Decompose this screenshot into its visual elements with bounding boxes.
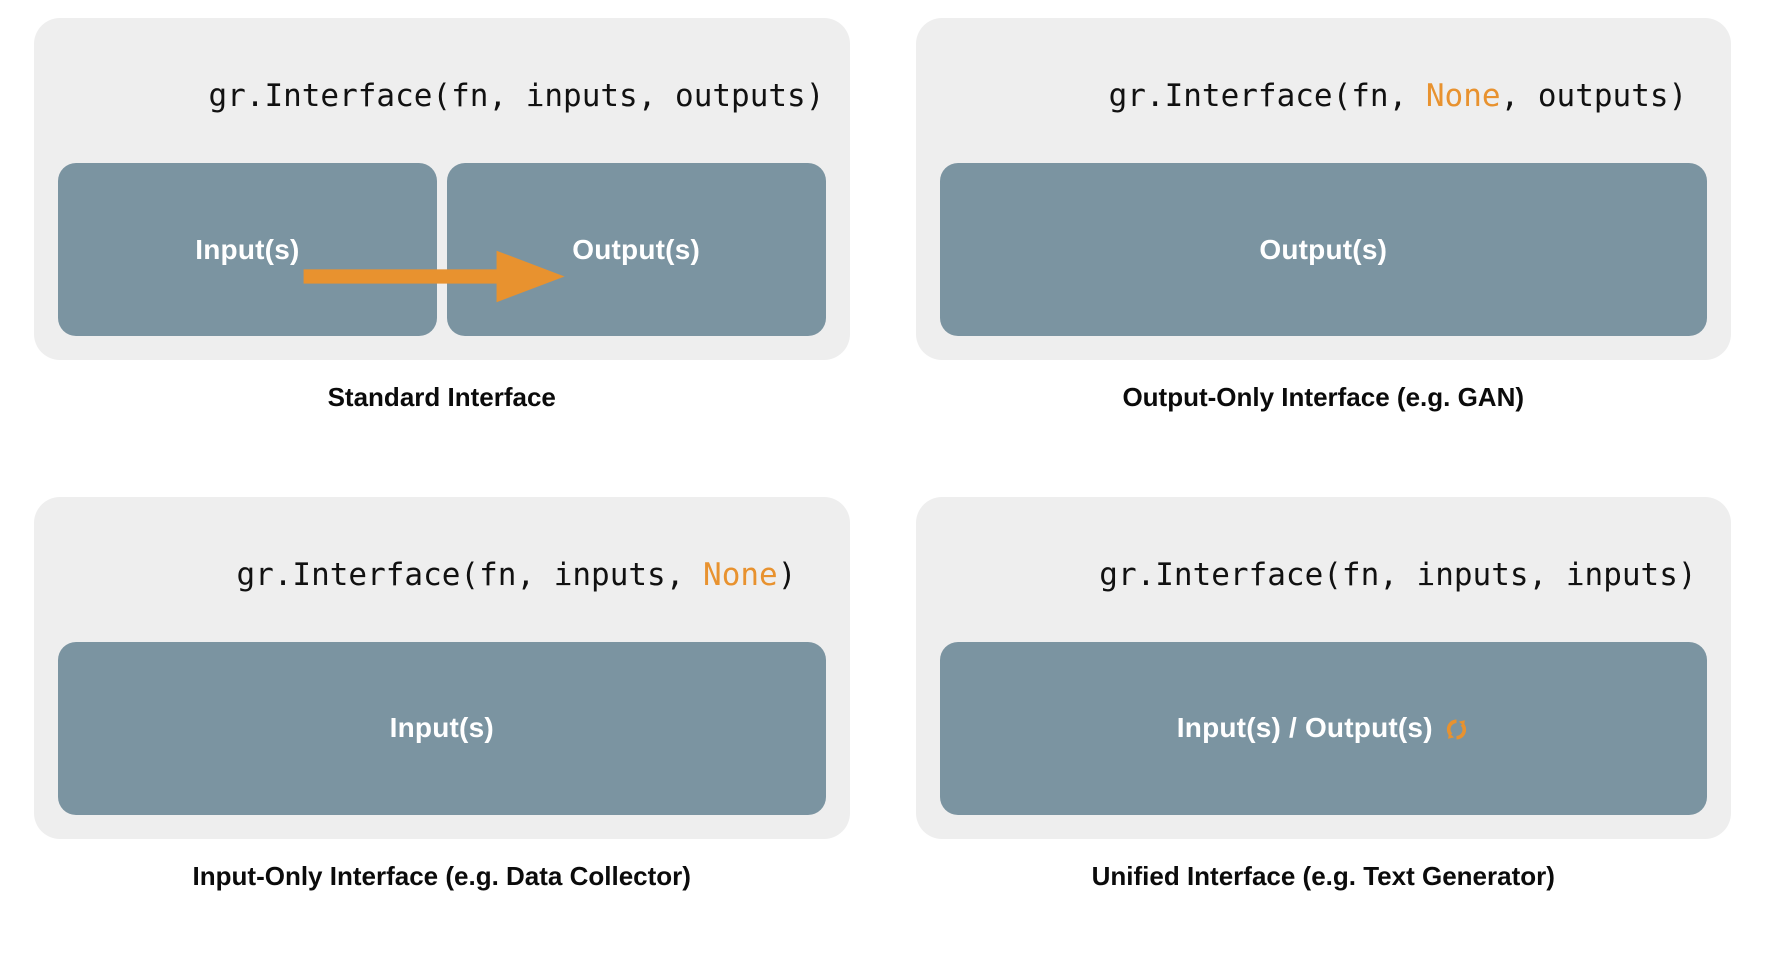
code-segment: ) (777, 556, 797, 593)
boxes-output-only: Output(s) (939, 163, 1707, 336)
sync-icon (1446, 719, 1466, 739)
panel-output-only-interface: gr.Interface(fn, None, outputs) Output(s… (915, 18, 1731, 360)
code-signature-input-only: gr.Interface(fn, inputs, None) (87, 529, 796, 622)
panel-input-only-interface: gr.Interface(fn, inputs, None) Input(s) (34, 496, 850, 839)
output-box-label: Output(s) (572, 233, 700, 265)
unified-box-label: Input(s) / Output(s) (1177, 712, 1470, 744)
output-box: Output(s) (446, 163, 826, 336)
input-box: Input(s) (58, 641, 826, 815)
input-box: Input(s) (58, 163, 437, 336)
caption-unified-interface: Unified Interface (e.g. Text Generator) (1091, 860, 1555, 891)
quadrant-standard-interface: gr.Interface(fn, inputs, outputs) Input(… (34, 18, 850, 487)
caption-standard-interface: Standard Interface (327, 382, 556, 412)
unified-box: Input(s) / Output(s) (939, 641, 1707, 815)
quadrant-output-only-interface: gr.Interface(fn, None, outputs) Output(s… (915, 18, 1731, 487)
boxes-input-only: Input(s) (58, 641, 826, 815)
caption-input-only-interface: Input-Only Interface (e.g. Data Collecto… (192, 860, 691, 891)
code-keyword-none: None (1425, 78, 1501, 114)
code-keyword-none: None (703, 556, 778, 593)
boxes-unified: Input(s) / Output(s) (939, 641, 1707, 815)
code-signature-unified: gr.Interface(fn, inputs, inputs) (950, 529, 1697, 622)
boxes-standard: Input(s) Output(s) (58, 163, 826, 336)
output-box-label: Output(s) (1259, 233, 1388, 265)
code-segment: gr.Interface(fn, inputs, (236, 556, 704, 593)
code-segment: gr.Interface(fn, inputs, outputs) (208, 78, 825, 114)
code-segment: gr.Interface(fn, (1108, 78, 1426, 114)
panel-unified-interface: gr.Interface(fn, inputs, inputs) Input(s… (915, 496, 1731, 839)
input-box-label: Input(s) (195, 233, 300, 265)
code-signature-output-only: gr.Interface(fn, None, outputs) (959, 50, 1688, 143)
panel-standard-interface: gr.Interface(fn, inputs, outputs) Input(… (34, 18, 850, 360)
unified-box-text: Input(s) / Output(s) (1176, 712, 1433, 743)
code-segment: gr.Interface(fn, inputs, inputs) (1099, 556, 1697, 593)
input-box-label: Input(s) (389, 712, 494, 743)
code-signature-standard: gr.Interface(fn, inputs, outputs) (59, 50, 824, 143)
code-segment: , outputs) (1500, 78, 1688, 114)
quadrant-input-only-interface: gr.Interface(fn, inputs, None) Input(s) … (34, 496, 850, 966)
quadrant-unified-interface: gr.Interface(fn, inputs, inputs) Input(s… (915, 496, 1731, 966)
output-box: Output(s) (939, 163, 1707, 336)
caption-output-only-interface: Output-Only Interface (e.g. GAN) (1122, 382, 1525, 412)
